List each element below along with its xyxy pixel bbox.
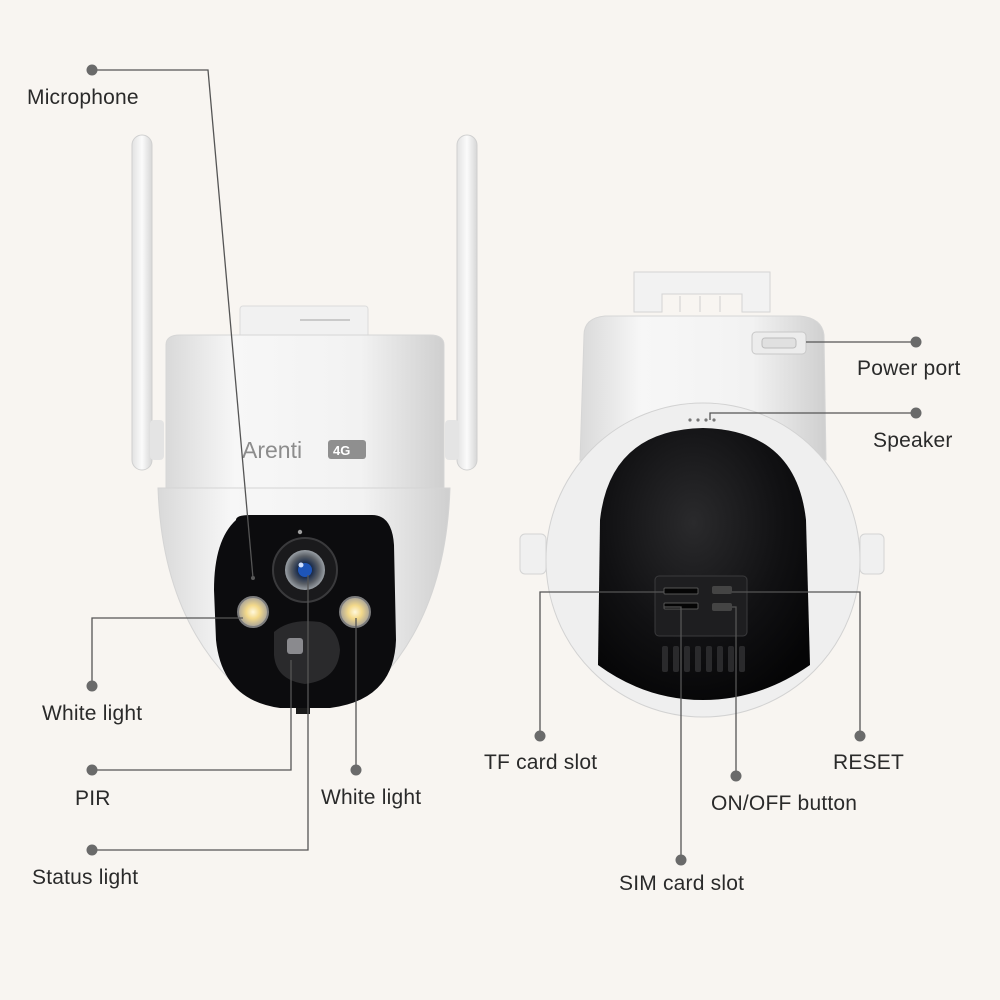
mount-bracket <box>633 271 771 313</box>
microphone-dot <box>86 64 98 76</box>
speaker-grille <box>688 418 716 422</box>
label-reset: RESET <box>833 751 905 774</box>
camera-back <box>519 271 885 718</box>
label-pir: PIR <box>75 787 111 810</box>
tf-card-slot-leader <box>539 591 664 736</box>
tf-card-slot-dot <box>534 730 546 742</box>
badge-4g-text: 4G <box>333 443 350 458</box>
status-light-dot <box>86 844 98 856</box>
brand-logo: Arenti <box>242 437 302 463</box>
label-white-light-right: White light <box>321 786 422 809</box>
vent-ribs <box>662 646 745 672</box>
white-light-left-dot <box>86 680 98 692</box>
label-white-light-left: White light <box>42 702 143 725</box>
label-speaker: Speaker <box>873 429 953 452</box>
on-off-dot <box>730 770 742 782</box>
reset-leader <box>732 591 861 736</box>
microphone-leader <box>92 69 254 579</box>
sim-card-slot-leader <box>664 606 682 860</box>
antenna-right <box>456 134 478 471</box>
lens-face <box>214 515 396 708</box>
power-port-dot <box>910 336 922 348</box>
white-light-left-leader <box>91 617 243 686</box>
reset-dot <box>854 730 866 742</box>
on-off-leader <box>732 606 737 776</box>
pir-dot <box>86 764 98 776</box>
label-microphone: Microphone <box>27 86 139 109</box>
status-light-leader <box>92 575 309 851</box>
tf-card-slot-opening <box>663 587 699 595</box>
sim-card-slot-dot <box>675 854 687 866</box>
leader-dots <box>86 64 922 866</box>
label-power-port: Power port <box>857 357 961 380</box>
on-off-switch <box>712 586 732 594</box>
speaker-dot <box>910 407 922 419</box>
upper-housing <box>165 334 445 489</box>
label-status-light: Status light <box>32 866 139 889</box>
label-tf-card-slot: TF card slot <box>484 751 598 774</box>
reset-hole <box>712 603 732 611</box>
speaker-leader <box>709 412 916 420</box>
badge-4g <box>328 440 366 459</box>
camera-front: Arenti 4G <box>131 134 478 714</box>
antenna-left <box>131 134 153 471</box>
leader-lines <box>91 69 916 860</box>
pir-leader <box>92 660 292 771</box>
white-light-right-dot <box>350 764 362 776</box>
white-light-right-led <box>339 596 371 628</box>
label-on-off-button: ON/OFF button <box>711 792 858 815</box>
camera-dome <box>598 428 810 700</box>
white-light-left-led <box>237 596 269 628</box>
label-sim-card-slot: SIM card slot <box>619 872 745 895</box>
